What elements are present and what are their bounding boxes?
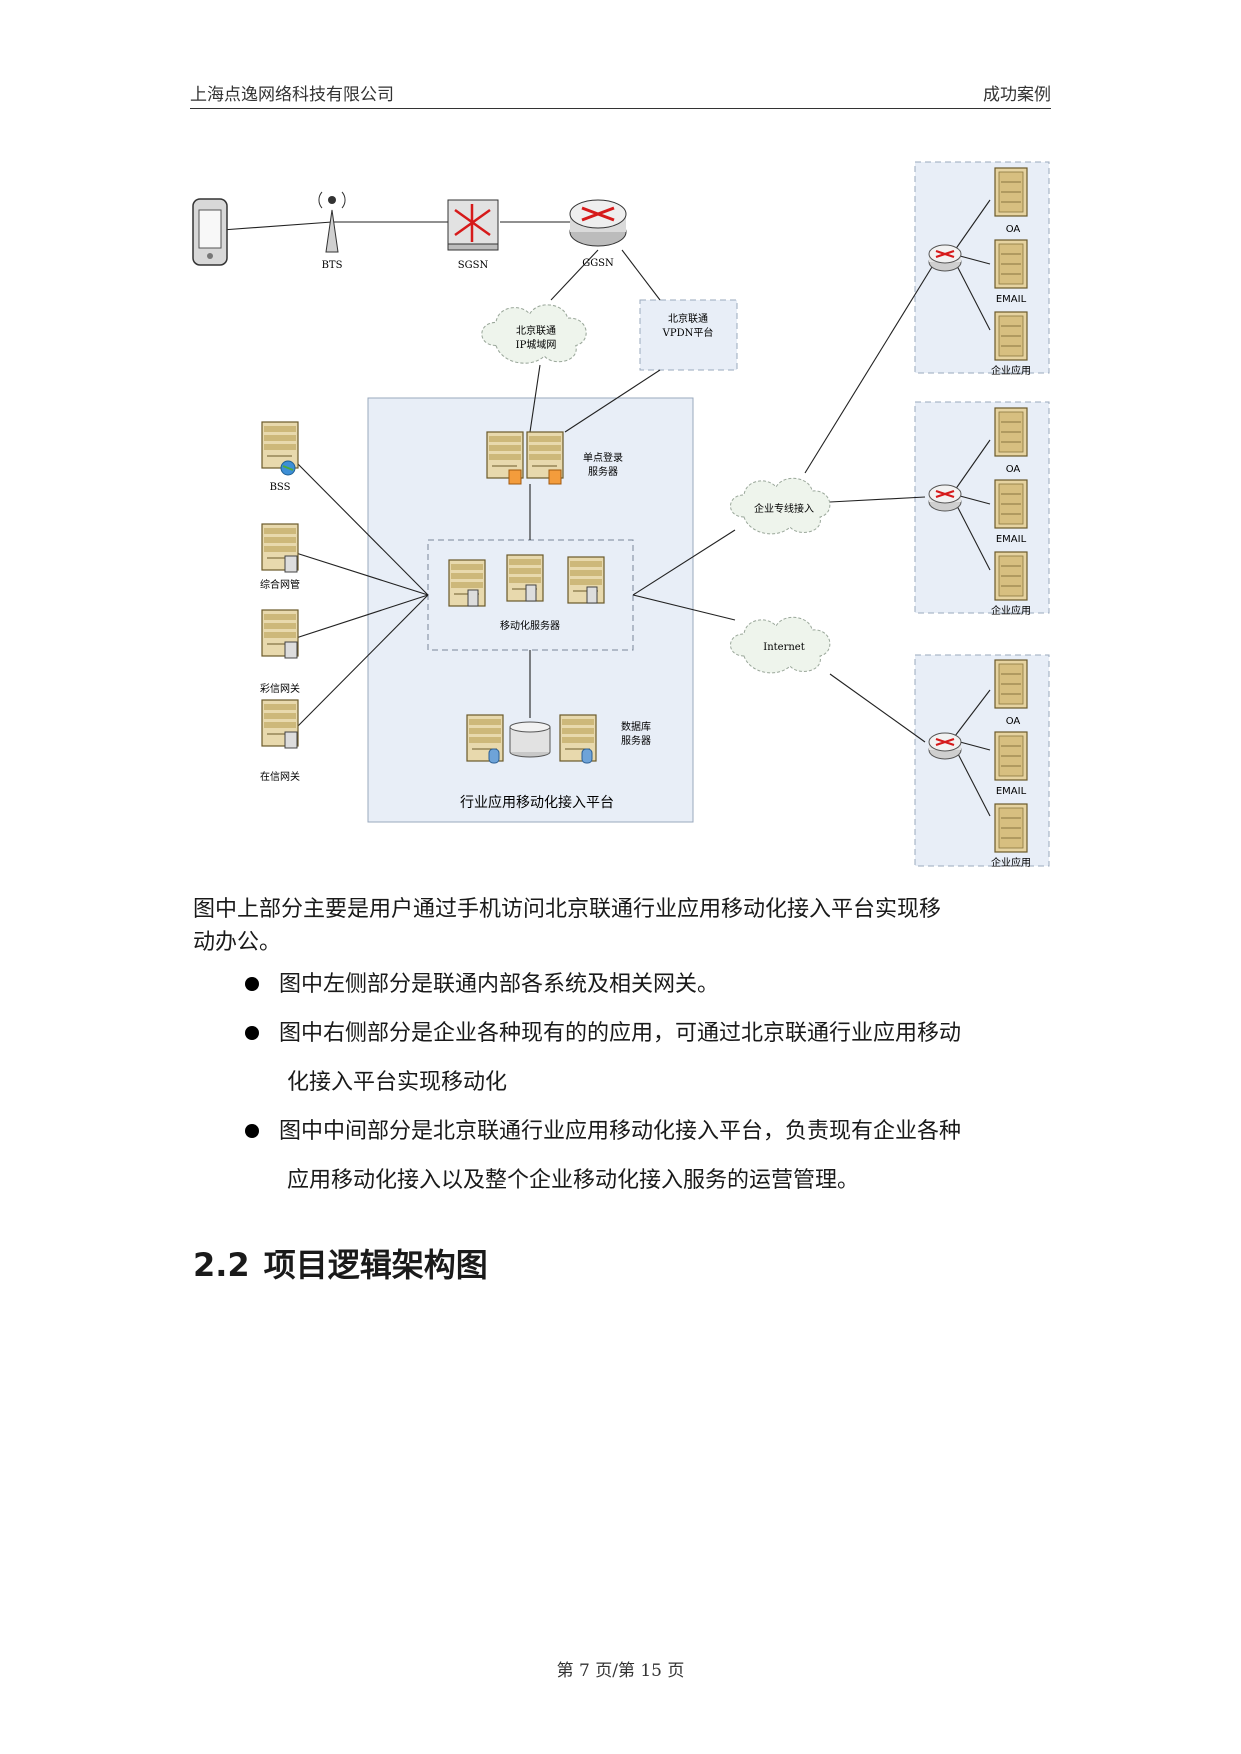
page-footer: 第 7 页/第 15 页	[556, 1661, 685, 1681]
email-server-icon	[994, 479, 1028, 529]
nms-label: 综合网管	[260, 578, 300, 591]
mobile-server-icon	[448, 554, 605, 607]
enterprise-router-icon	[927, 483, 963, 513]
online-gateway-icon	[261, 699, 299, 749]
enterprise-router-icon	[927, 243, 963, 273]
intro-line-2: 动办公。	[193, 930, 282, 955]
bullet-3-line-2: 应用移动化接入以及整个企业移动化接入服务的运营管理。	[287, 1168, 860, 1193]
db-line2: 服务器	[621, 734, 651, 747]
ggsn-router-icon	[569, 199, 627, 247]
email-server-icon	[994, 731, 1028, 781]
nms-server-icon	[261, 523, 299, 573]
internet-label: Internet	[763, 642, 804, 653]
online-label: 在信网关	[260, 770, 300, 783]
sgsn-switch-icon	[447, 199, 499, 251]
oa-label: OA	[1006, 464, 1021, 475]
bullet-3-line-1: 图中中间部分是北京联通行业应用移动化接入平台，负责现有企业各种	[279, 1119, 962, 1144]
bss-label: BSS	[270, 482, 291, 493]
sso-line2: 服务器	[588, 465, 618, 478]
email-label: EMAIL	[996, 534, 1027, 545]
email-server-icon	[994, 239, 1028, 289]
database-server-icon	[466, 714, 597, 764]
mms-label: 彩信网关	[260, 682, 300, 695]
sso-server-icon	[486, 431, 564, 485]
vpdn-box	[639, 299, 738, 371]
ip-cloud-line2: IP城域网	[516, 338, 557, 351]
enterprise-router-icon	[927, 731, 963, 761]
bss-server-icon	[261, 421, 299, 476]
bullet-dot-icon	[245, 1026, 259, 1040]
db-line1: 数据库	[621, 720, 651, 733]
email-label: EMAIL	[996, 294, 1027, 305]
section-title: 项目逻辑架构图	[263, 1246, 488, 1284]
bullet-2-line-1: 图中右侧部分是企业各种现有的的应用，可通过北京联通行业应用移动	[279, 1021, 962, 1046]
sso-line1: 单点登录	[583, 451, 623, 464]
bts-label: BTS	[322, 260, 343, 271]
intro-line-1: 图中上部分主要是用户通过手机访问北京联通行业应用移动化接入平台实现移	[193, 897, 942, 922]
app-server-icon	[994, 803, 1028, 853]
app-label: 企业应用	[991, 364, 1031, 377]
oa-label: OA	[1006, 224, 1021, 235]
app-label: 企业应用	[991, 856, 1031, 869]
header-rule	[190, 108, 1051, 109]
network-diagram: BTS SGSN GGSN 北京联通 IP城域网 北京联通 VPDN平台 单点登…	[192, 161, 1050, 869]
header-company: 上海点逸网络科技有限公司	[190, 85, 394, 105]
phone-icon	[192, 198, 228, 266]
app-label: 企业应用	[991, 604, 1031, 617]
mobile-servers-label: 移动化服务器	[500, 619, 560, 632]
platform-label: 行业应用移动化接入平台	[460, 794, 614, 811]
section-number: 2.2	[193, 1246, 250, 1284]
intro-paragraph: 图中上部分主要是用户通过手机访问北京联通行业应用移动化接入平台实现移 动办公。	[193, 893, 1053, 959]
bullet-dot-icon	[245, 977, 259, 991]
section-heading: 2.2 项目逻辑架构图	[193, 1240, 488, 1286]
ggsn-label: GGSN	[582, 258, 614, 269]
oa-server-icon	[994, 167, 1028, 217]
bts-antenna-icon	[318, 191, 346, 253]
vpdn-line1: 北京联通	[668, 312, 708, 325]
bullet-1-text: 图中左侧部分是联通内部各系统及相关网关。	[279, 972, 720, 997]
bullet-dot-icon	[245, 1124, 259, 1138]
bullet-2-line-2: 化接入平台实现移动化	[287, 1070, 508, 1095]
app-server-icon	[994, 311, 1028, 361]
oa-label: OA	[1006, 716, 1021, 727]
vpdn-line2: VPDN平台	[662, 326, 714, 339]
dedicated-line-label: 企业专线接入	[754, 502, 814, 515]
oa-server-icon	[994, 407, 1028, 457]
app-server-icon	[994, 551, 1028, 601]
email-label: EMAIL	[996, 786, 1027, 797]
enterprise-box-3	[914, 654, 1050, 867]
ip-cloud-line1: 北京联通	[516, 324, 556, 337]
sgsn-label: SGSN	[458, 260, 489, 271]
header-section: 成功案例	[983, 85, 1051, 105]
oa-server-icon	[994, 659, 1028, 709]
mms-gateway-icon	[261, 609, 299, 659]
